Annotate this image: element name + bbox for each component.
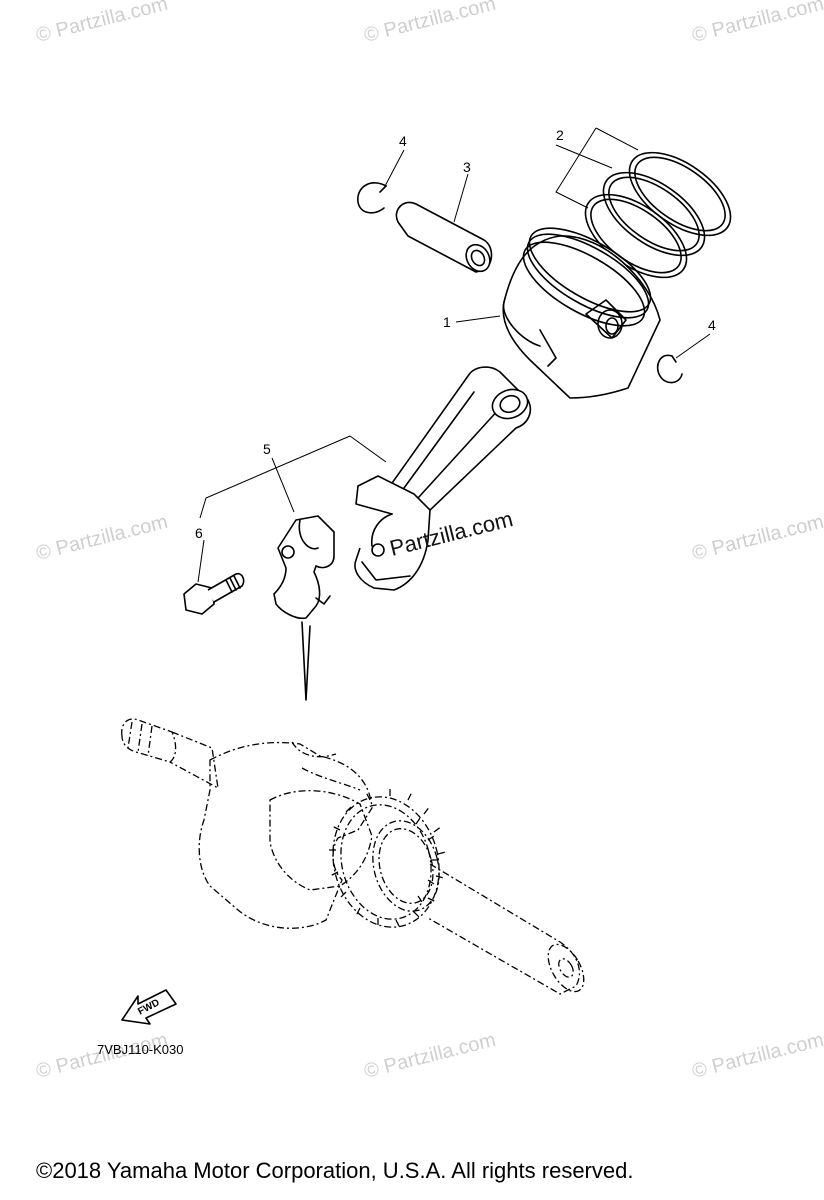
watermark: © Partzilla.com <box>690 0 824 47</box>
part-number-label: 2 <box>556 127 564 143</box>
piston-ring-set: 2 <box>555 127 732 279</box>
part-number-label: 4 <box>708 317 716 333</box>
piston-pin: 3 <box>395 159 493 273</box>
watermark: © Partzilla.com <box>690 1029 824 1083</box>
circlip-left: 4 <box>357 133 407 214</box>
crankshaft <box>121 718 585 995</box>
copyright-notice: ©2018 Yamaha Motor Corporation, U.S.A. A… <box>36 1158 634 1183</box>
bolt: 6 <box>183 525 245 615</box>
part-number-label: 3 <box>463 159 471 175</box>
part-number-label: 1 <box>443 314 451 330</box>
watermark: © Partzilla.com <box>362 1029 498 1083</box>
circlip-right: 4 <box>656 317 716 384</box>
fwd-arrow: FWD <box>121 989 177 1025</box>
diagram-code: 7VBJ110-K030 <box>97 1042 184 1057</box>
part-number-label: 6 <box>195 525 203 541</box>
piston: 1 <box>443 227 661 399</box>
watermark: © Partzilla.com <box>362 0 498 47</box>
watermark: © Partzilla.com <box>690 511 824 565</box>
part-number-label: 5 <box>263 441 271 457</box>
part-number-label: 4 <box>399 133 407 149</box>
connecting-rod: 5 <box>199 366 532 701</box>
fwd-label: FWD <box>136 997 161 1017</box>
watermark: © Partzilla.com <box>34 511 170 565</box>
watermark: © Partzilla.com <box>34 0 170 47</box>
